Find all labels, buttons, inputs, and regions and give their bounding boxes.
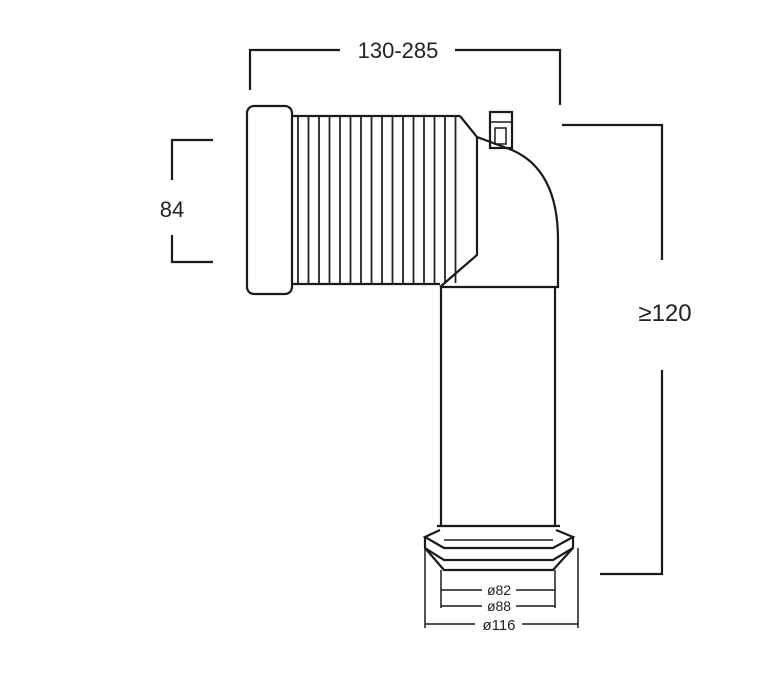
outlet-pipe: [439, 287, 557, 525]
inlet-height-dimension: 84: [160, 138, 213, 264]
elbow: [440, 135, 560, 289]
inlet-flange: [245, 104, 294, 296]
diameter-dimensions: ø82 ø88 ø116: [424, 548, 579, 634]
drop-label: ≥120: [638, 300, 691, 327]
outlet-seal: [422, 524, 576, 572]
length-label: 130-285: [358, 38, 439, 63]
length-dimension: 130-285: [248, 38, 562, 105]
diameter-82-label: ø82: [487, 582, 511, 598]
drop-dimension: ≥120: [562, 123, 692, 576]
diameter-88-label: ø88: [487, 598, 511, 614]
clip: [488, 110, 514, 150]
diameter-116-label: ø116: [482, 617, 515, 634]
corrugated-section: [292, 114, 479, 288]
inlet-height-label: 84: [160, 197, 184, 222]
